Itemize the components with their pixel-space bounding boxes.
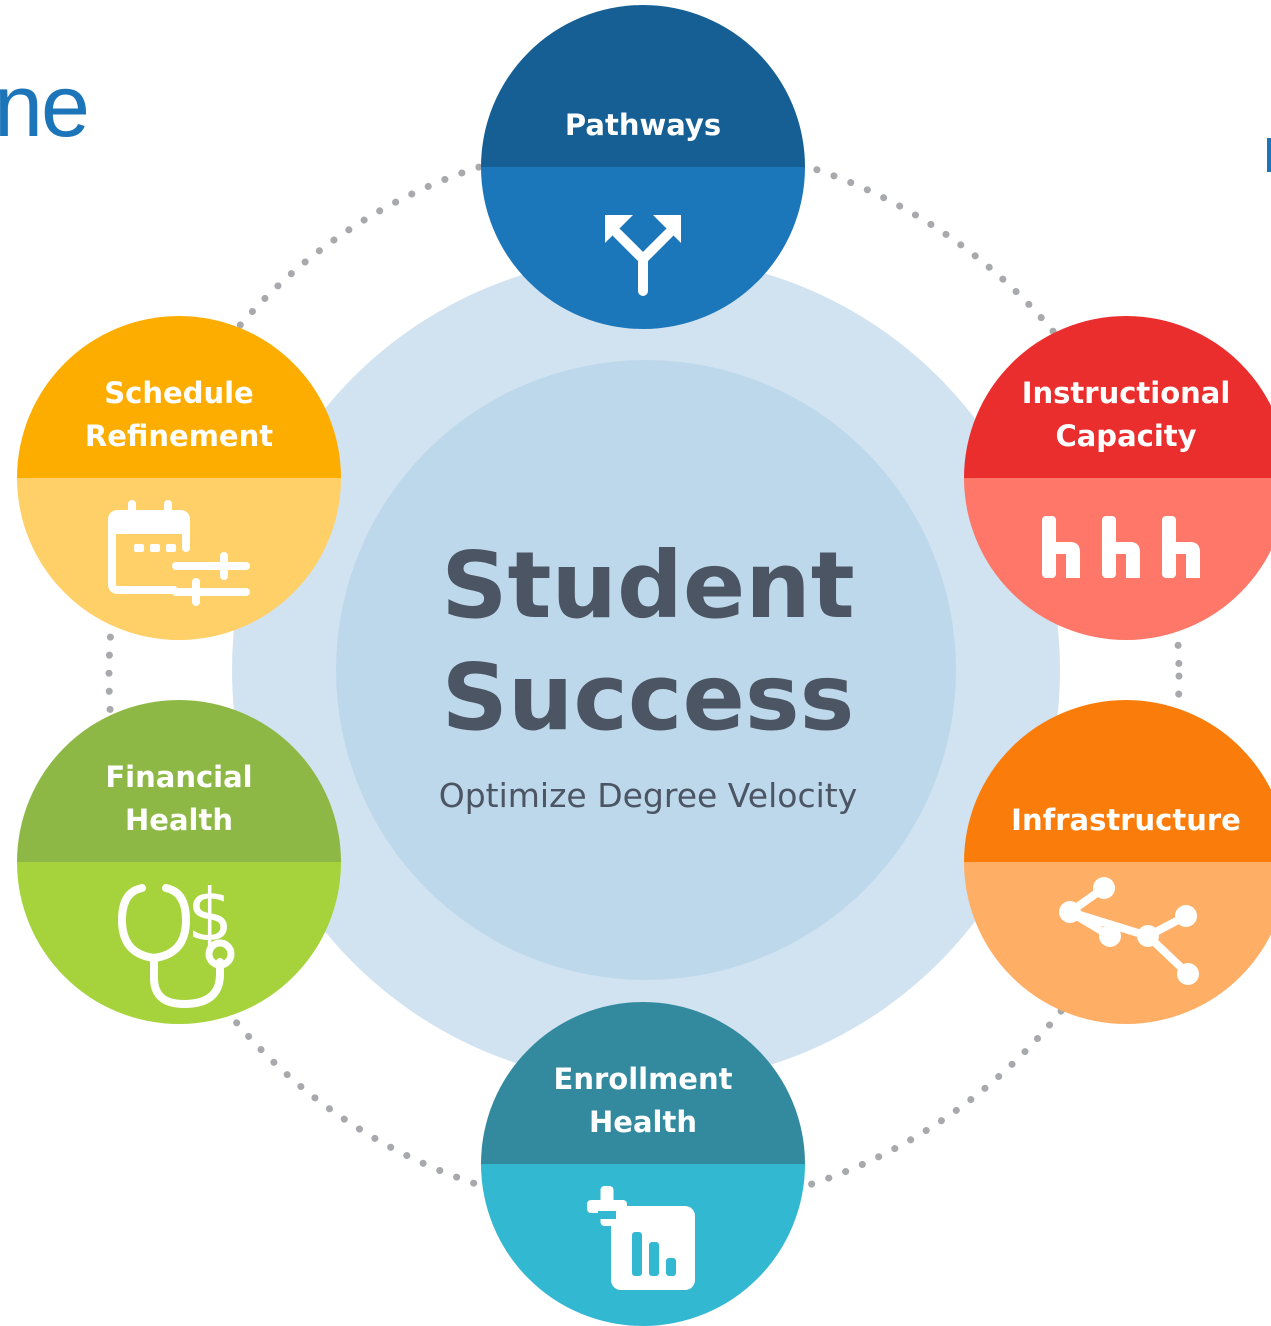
node-infrastructure: Infrastructure	[964, 700, 1271, 1024]
node-schedule-refinement: Schedule Refinement	[17, 316, 341, 640]
node-instructional-capacity-header: Instructional Capacity	[964, 316, 1271, 478]
node-instructional-capacity-label-2: Capacity	[1055, 419, 1197, 453]
node-financial-health-label-1: Financial	[105, 760, 253, 794]
node-pathways-body	[481, 167, 805, 329]
node-schedule-refinement-label-1: Schedule	[104, 376, 254, 410]
chart-plus-icon	[587, 1186, 695, 1290]
node-pathways: Pathways	[481, 5, 805, 329]
center-subtitle: Optimize Degree Velocity	[438, 776, 858, 815]
node-schedule-refinement-header: Schedule Refinement	[17, 316, 341, 478]
node-enrollment-health-label-1: Enrollment	[553, 1062, 733, 1096]
node-infrastructure-body	[964, 862, 1271, 1024]
stethoscope-dollar-icon: $	[118, 878, 235, 1008]
node-infrastructure-header: Infrastructure	[964, 700, 1271, 862]
node-financial-health-label-2: Health	[125, 803, 233, 837]
node-instructional-capacity: Instructional Capacity	[964, 316, 1271, 640]
inner-circle	[336, 360, 956, 980]
node-schedule-refinement-label-2: Refinement	[84, 419, 274, 453]
cut-off-heading-text: ne	[0, 56, 90, 155]
node-pathways-label-1: Pathways	[564, 108, 722, 142]
pathways-split-arrow-icon	[605, 215, 681, 296]
node-schedule-refinement-body	[17, 478, 341, 640]
center-title-block: Student Success Optimize Degree Velocity	[338, 530, 958, 815]
dotted-connector-ring	[105, 137, 1183, 1215]
node-enrollment-health-label-2: Health	[589, 1105, 697, 1139]
node-enrollment-health-header: Enrollment Health	[481, 1002, 805, 1164]
node-financial-health-body: $	[17, 862, 341, 1024]
node-financial-health-header: Financial Health	[17, 700, 341, 862]
node-instructional-capacity-body	[964, 478, 1271, 640]
instructors-icon	[1042, 516, 1200, 578]
node-instructional-capacity-label-1: Instructional	[1021, 376, 1231, 410]
calendar-sliders-icon	[108, 500, 250, 606]
svg-text:$: $	[187, 878, 233, 957]
node-pathways-header: Pathways	[481, 5, 805, 167]
node-enrollment-health-body	[481, 1164, 805, 1326]
center-title-line-1: Student	[441, 532, 855, 639]
node-financial-health: Financial Health $	[17, 700, 341, 1024]
node-enrollment-health: Enrollment Health	[481, 1002, 805, 1326]
center-title-line-2: Success	[441, 644, 855, 751]
cut-off-edge-mark	[1267, 138, 1271, 172]
network-nodes-icon	[1059, 877, 1199, 985]
node-infrastructure-label-1: Infrastructure	[1011, 803, 1241, 837]
